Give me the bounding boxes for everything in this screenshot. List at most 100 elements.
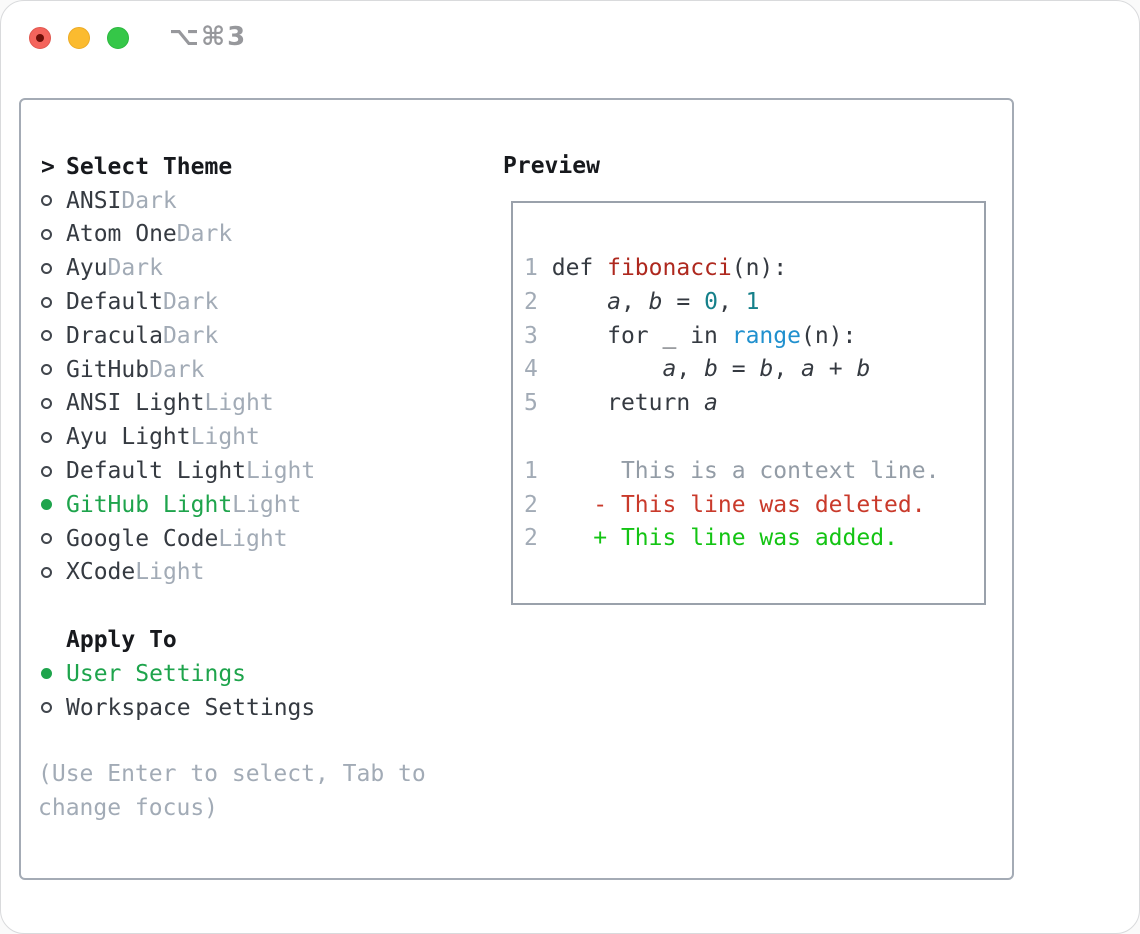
radio-icon xyxy=(41,228,52,240)
code-token: (n): xyxy=(800,322,857,349)
radio-icon xyxy=(41,262,52,274)
theme-variant-label: Dark xyxy=(149,356,205,383)
code-token: b xyxy=(648,288,663,315)
theme-option-label: Ayu Light xyxy=(66,424,191,451)
theme-option[interactable]: Dracula Dark xyxy=(41,319,426,353)
code-token: 0 xyxy=(704,288,718,315)
theme-option[interactable]: Atom One Dark xyxy=(41,218,426,252)
theme-variant-label: Light xyxy=(135,559,205,586)
close-dot-icon xyxy=(36,34,44,42)
radio-icon xyxy=(41,330,52,342)
select-theme-header-row: >Select Theme xyxy=(41,150,426,184)
code-token: a xyxy=(662,356,677,383)
theme-variant-label: Dark xyxy=(176,221,233,248)
bullet-cell xyxy=(41,397,66,409)
theme-variant-label: Light xyxy=(232,491,302,518)
code-token: This is a context line. xyxy=(551,457,940,484)
code-line: 3 for _ in range(n): xyxy=(524,320,984,354)
theme-option-label: Default Light xyxy=(66,458,247,485)
code-token: b xyxy=(759,356,774,383)
code-line: 5 return a xyxy=(524,387,984,421)
radio-icon xyxy=(41,364,52,376)
bullet-cell xyxy=(41,566,66,578)
radio-selected-icon xyxy=(41,668,52,680)
code-token: , xyxy=(676,356,705,383)
radio-icon xyxy=(41,431,52,443)
bullet-cell xyxy=(41,465,66,477)
close-button[interactable] xyxy=(29,27,51,49)
code-token: , xyxy=(717,288,746,315)
apply-option[interactable]: User Settings xyxy=(41,657,426,691)
theme-option[interactable]: ANSI Dark xyxy=(41,184,426,218)
theme-option[interactable]: XCode Light xyxy=(41,556,426,590)
theme-option-label: GitHub Light xyxy=(66,491,233,518)
radio-selected-icon xyxy=(41,499,52,511)
theme-option[interactable]: Ayu Light Light xyxy=(41,420,426,454)
code-line: 4 a, b = b, a + b xyxy=(524,353,984,387)
theme-option[interactable]: Default Dark xyxy=(41,285,426,319)
theme-option[interactable]: ANSI Light Light xyxy=(41,387,426,421)
titlebar: ⌥⌘3 xyxy=(1,1,1139,76)
bullet-cell xyxy=(41,195,66,207)
window-title: ⌥⌘3 xyxy=(169,22,248,52)
preview-header: Preview xyxy=(503,153,600,179)
code-token: fibonacci xyxy=(607,255,732,281)
bullet-cell xyxy=(41,296,66,308)
minimize-button[interactable] xyxy=(68,27,90,49)
code-line xyxy=(524,421,984,455)
code-token: + This line was added. xyxy=(551,525,898,552)
theme-option-label: XCode xyxy=(66,559,136,586)
line-number: 2 xyxy=(524,288,538,315)
code-token: a xyxy=(704,390,718,417)
theme-option-label: Ayu xyxy=(66,255,108,282)
theme-variant-label: Light xyxy=(218,525,288,552)
theme-variant-label: Dark xyxy=(121,187,177,214)
code-token: b xyxy=(856,356,871,383)
code-token xyxy=(552,289,607,315)
theme-option[interactable]: GitHub Light Light xyxy=(41,488,426,522)
code-token: , xyxy=(620,288,649,315)
radio-icon xyxy=(41,465,52,477)
code-token: + xyxy=(814,356,857,383)
code-token: 1 xyxy=(745,288,760,315)
theme-option[interactable]: GitHub Dark xyxy=(41,353,426,387)
spacer-row xyxy=(41,725,426,759)
theme-option[interactable]: Ayu Dark xyxy=(41,251,426,285)
apply-to-header: Apply To xyxy=(66,627,177,654)
bullet-cell xyxy=(41,431,66,443)
bullet-cell xyxy=(41,499,66,511)
radio-icon xyxy=(41,397,52,409)
theme-variant-label: Dark xyxy=(107,255,163,282)
code-token: - This line was deleted. xyxy=(551,491,926,518)
theme-option[interactable]: Default Light Light xyxy=(41,454,426,488)
code-token: b xyxy=(704,356,718,383)
bullet-cell xyxy=(41,668,66,680)
theme-option-label: Dracula xyxy=(66,322,163,349)
theme-variant-label: Light xyxy=(204,390,274,417)
apply-option[interactable]: Workspace Settings xyxy=(41,691,426,725)
apply-to-header-row: Apply To xyxy=(41,623,426,657)
code-line: 2 - This line was deleted. xyxy=(524,489,984,523)
hint-text: change focus) xyxy=(38,795,219,822)
theme-option-label: Atom One xyxy=(66,221,177,248)
theme-variant-label: Dark xyxy=(162,289,219,316)
theme-option[interactable]: Google Code Light xyxy=(41,522,426,556)
theme-option-label: ANSI xyxy=(66,187,122,214)
zoom-button[interactable] xyxy=(107,27,129,49)
bullet-cell xyxy=(41,702,66,714)
spacer-row xyxy=(41,589,426,623)
radio-icon xyxy=(41,566,52,578)
radio-icon xyxy=(41,702,52,714)
theme-option-label: ANSI Light xyxy=(66,390,205,417)
theme-option-label: GitHub xyxy=(66,356,150,383)
line-number: 2 xyxy=(524,525,538,552)
code-line: 1 def fibonacci(n): xyxy=(524,252,984,286)
radio-icon xyxy=(41,296,52,308)
radio-icon xyxy=(41,195,52,207)
line-number: 4 xyxy=(524,356,538,383)
code-token: a xyxy=(801,356,815,383)
code-token: a xyxy=(607,288,621,315)
bullet-cell xyxy=(41,228,66,240)
